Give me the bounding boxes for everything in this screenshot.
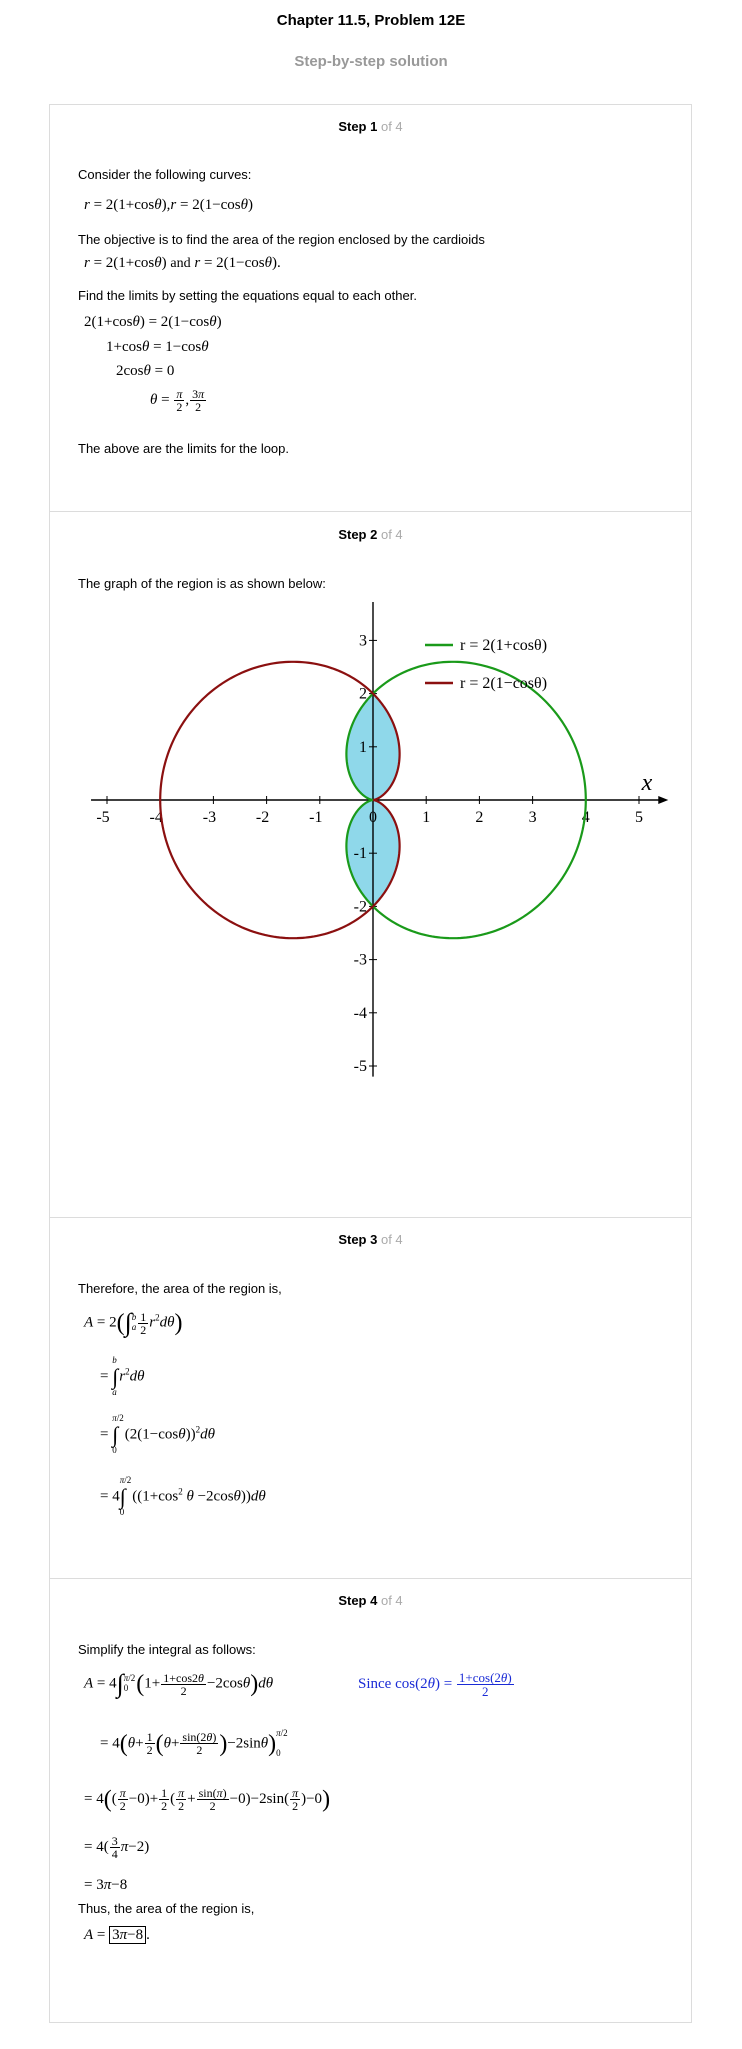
y-tick-label: 2 [359, 686, 367, 703]
step-count: of 4 [380, 527, 403, 542]
step-4-header: Step 4 of 4 [50, 1593, 691, 1608]
step-label: Step 4 [338, 1593, 378, 1608]
area-line-2: = b∫ar2dθ [100, 1355, 145, 1397]
equation-cardioids: r = 2(1+cosθ) and r = 2(1−cosθ). [84, 255, 281, 271]
step-count: of 4 [380, 1232, 403, 1247]
step-1-header: Step 1 of 4 [50, 119, 691, 134]
step-4-text-1: Simplify the integral as follows: [78, 1642, 256, 1657]
page-title: Chapter 11.5, Problem 12E [276, 12, 466, 29]
step-count: of 4 [380, 119, 403, 134]
step-1-text-3: Find the limits by setting the equations… [78, 288, 417, 303]
equation-line-3: 2cosθ = 0 [116, 363, 175, 379]
x-tick-label: 5 [635, 809, 643, 826]
step-1-card: Step 1 of 4 Consider the following curve… [49, 104, 692, 512]
step-1-text-4: The above are the limits for the loop. [78, 441, 290, 456]
step-2-card: Step 2 of 4 The graph of the region is a… [49, 511, 692, 1218]
page-subtitle: Step-by-step solution [294, 53, 448, 70]
step-2-header: Step 2 of 4 [50, 527, 691, 542]
step-4-card: Step 4 of 4 Simplify the integral as fol… [49, 1578, 692, 2023]
step-4-text-2: Thus, the area of the region is, [78, 1901, 255, 1916]
step-2-text-1: The graph of the region is as shown belo… [78, 576, 326, 591]
x-axis-arrow [658, 796, 669, 804]
area-line-4: = 4π/2∫0((1+cos2 θ −2cosθ))dθ [100, 1475, 266, 1517]
x-axis-label: x [641, 770, 653, 796]
x-tick-label: -3 [203, 809, 216, 826]
y-tick-label: -5 [354, 1058, 367, 1075]
equation-line-1: 2(1+cosθ) = 2(1−cosθ) [84, 314, 222, 330]
x-tick-label: -5 [96, 809, 109, 826]
step-count: of 4 [380, 1593, 403, 1608]
y-tick-label: -4 [354, 1005, 367, 1022]
step-1-text-1: Consider the following curves: [78, 167, 252, 182]
legend-label: r = 2(1−cosθ) [460, 675, 547, 692]
trig-identity-note: Since cos(2θ) = 1+cos(2θ)2 [358, 1670, 514, 1699]
step-3-header: Step 3 of 4 [50, 1232, 691, 1247]
equation-curves: r = 2(1+cosθ),r = 2(1−cosθ) [84, 197, 254, 213]
final-answer: A = 3π−8. [84, 1926, 150, 1944]
x-tick-label: 0 [369, 809, 377, 826]
x-tick-label: -2 [256, 809, 269, 826]
step-3-card: Step 3 of 4 Therefore, the area of the r… [49, 1217, 692, 1579]
y-tick-label: -3 [354, 952, 367, 969]
y-tick-label: -1 [354, 845, 367, 862]
step-3-text-1: Therefore, the area of the region is, [78, 1281, 282, 1296]
x-tick-label: 3 [529, 809, 537, 826]
step-label: Step 3 [338, 1232, 378, 1247]
x-tick-label: 2 [475, 809, 483, 826]
equation-line-2: 1+cosθ = 1−cosθ [106, 339, 209, 355]
step-1-text-2: The objective is to find the area of the… [78, 232, 485, 247]
x-tick-label: -1 [309, 809, 322, 826]
polar-graph: -5-4-3-2-101234554321-1-2-3-4-5xyr = 2(1… [91, 602, 669, 1077]
cardioid-red-curve [159, 660, 401, 940]
y-tick-label: 3 [359, 632, 367, 649]
simplify-line-5: = 3π−8 [84, 1877, 128, 1893]
legend-label: r = 2(1+cosθ) [460, 637, 547, 654]
x-tick-label: -4 [150, 809, 163, 826]
x-tick-label: 1 [422, 809, 430, 826]
area-line-3: = π/2∫0(2(1−cosθ))2dθ [100, 1413, 215, 1455]
y-tick-label: 1 [359, 739, 367, 756]
y-tick-label: -2 [354, 898, 367, 915]
step-label: Step 1 [338, 119, 378, 134]
step-label: Step 2 [338, 527, 378, 542]
